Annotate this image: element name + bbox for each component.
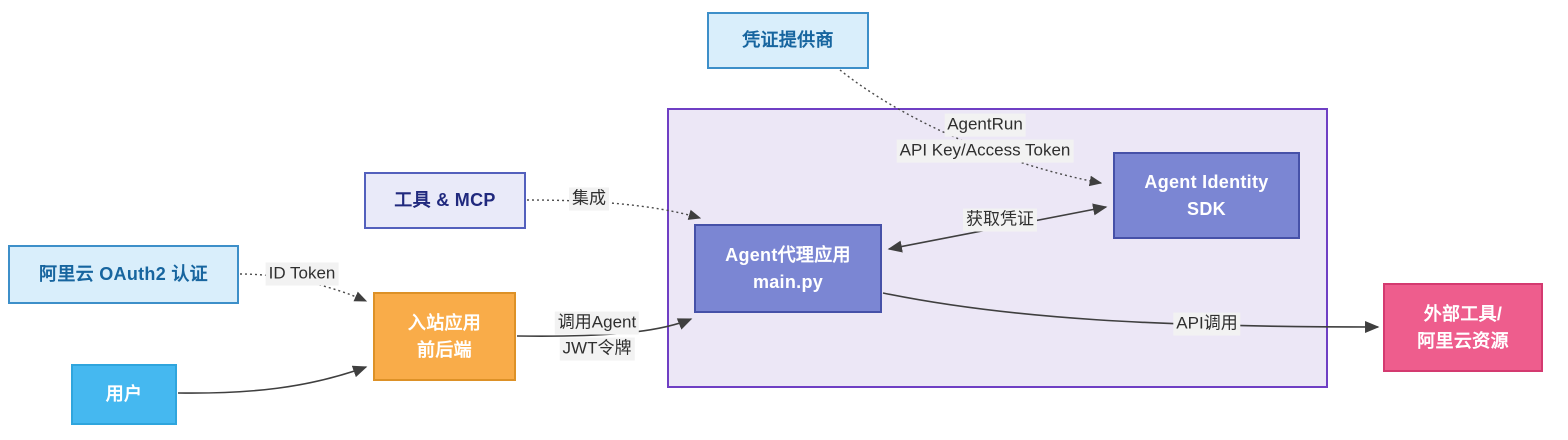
node-agent-identity-sdk: Agent Identity SDK [1113,152,1300,239]
edge-tools-to-agent [526,199,702,220]
node-label: 工具 & MCP [394,190,496,211]
node-label-line1: 外部工具/ [1423,304,1503,325]
node-agent-proxy: Agent代理应用 main.py [694,224,882,313]
edge-user-to-inbound [177,365,368,394]
node-label: 凭证提供商 [742,30,834,51]
node-tools-mcp: 工具 & MCP [364,172,526,229]
edge-label-integration: 集成 [569,187,609,211]
edge-label-line1: 调用Agent [554,311,640,335]
node-label-line1: Agent Identity [1144,172,1269,193]
node-user: 用户 [71,364,177,425]
node-label-line2: main.py [752,271,824,292]
node-external-tools: 外部工具/ 阿里云资源 [1383,283,1543,372]
node-label-line2: 前后端 [417,339,472,360]
node-label-line1: 入站应用 [407,313,482,334]
node-inbound-app: 入站应用 前后端 [373,292,516,381]
edge-label-get-credential: 获取凭证 [963,208,1037,232]
node-label-line1: Agent代理应用 [725,245,851,266]
edge-label-text: API调用 [1173,312,1241,336]
edge-label-agentrun-token: AgentRun API Key/Access Token [896,113,1074,163]
edge-label-api-call: API调用 [1173,312,1241,336]
edge-credential-to-sdk [839,69,1103,187]
edge-label-text: ID Token [265,262,339,286]
edge-oauth-to-inbound [239,273,368,302]
node-label-line2: SDK [1187,198,1226,219]
edge-label-text: 获取凭证 [963,208,1037,232]
node-credential-provider: 凭证提供商 [707,12,869,69]
edge-label-line1: AgentRun [944,113,1026,137]
edge-label-text: 集成 [569,187,609,211]
edge-label-id-token: ID Token [265,262,339,286]
node-label: 用户 [105,384,143,405]
node-aliyun-oauth2: 阿里云 OAuth2 认证 [8,245,239,304]
edge-label-line2: API Key/Access Token [896,139,1074,163]
edge-label-call-agent: 调用Agent JWT令牌 [554,311,640,361]
edge-label-line2: JWT令牌 [559,337,635,361]
node-label: 阿里云 OAuth2 认证 [39,264,208,285]
node-label-line2: 阿里云资源 [1417,330,1509,351]
edge-agent-to-external [882,292,1380,334]
